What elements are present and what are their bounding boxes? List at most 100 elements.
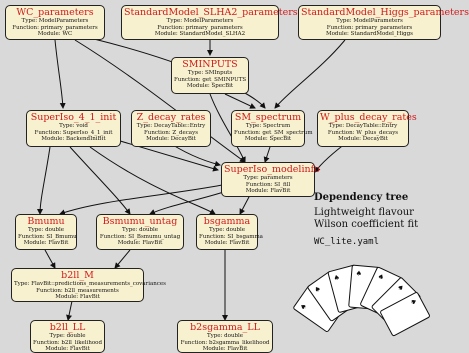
node-type: Type: SMInputs — [187, 70, 233, 76]
node-name: b2ll_M — [61, 270, 94, 281]
node-function: Function: primary_parameters — [12, 24, 98, 31]
info-filename: WC_lite.yaml — [314, 237, 380, 247]
node-module: Module: FlavBit — [204, 240, 250, 247]
node-z-decay-rates[interactable]: Z_decay_rates Type: DecayTable::Entry Fu… — [131, 110, 211, 147]
node-module: Module: FlavBit — [23, 240, 69, 247]
svg-text:♠: ♠ — [395, 283, 405, 293]
node-module: Module: FlavBit — [202, 346, 248, 353]
node-name: b2sgamma_LL — [190, 322, 260, 333]
node-module: Module: SpecBit — [186, 83, 234, 90]
node-module: Module: WC — [37, 31, 73, 38]
node-b2sgamma-ll[interactable]: b2sgamma_LL Type: double Function: b2sga… — [177, 320, 273, 353]
edge-bsmumu-to-b2llm — [114, 249, 131, 269]
node-type: Type: double — [121, 227, 159, 233]
info-title: Dependency tree — [314, 192, 409, 203]
node-module: Module: FlavBit — [55, 294, 100, 301]
edge-init-to-bmumu — [37, 146, 51, 215]
node-name: bsgamma — [203, 216, 251, 227]
node-module: Module: FlavBit — [245, 188, 291, 195]
node-module: Module: FlavBit — [45, 346, 90, 353]
edge-wc-to-modelinfo — [74, 39, 246, 163]
node-superiso-init[interactable]: SuperIso_4_1_init Type: void Function: S… — [26, 110, 121, 147]
node-type: Type: double — [27, 227, 65, 233]
node-module: Module: DecayBit — [146, 136, 196, 143]
node-bmumu[interactable]: Bmumu Type: double Function: SI_Bmumu Mo… — [15, 214, 77, 250]
node-function: Function: W_plus_decays — [327, 129, 399, 136]
node-name: b2ll_LL — [49, 322, 86, 333]
node-w-plus-decay-rates[interactable]: W_plus_decay_rates Type: DecayTable::Ent… — [317, 110, 417, 147]
node-module: Module: FlavBit — [117, 240, 163, 247]
node-sminputs[interactable]: SMINPUTS Type: SMInputs Function: get_SM… — [171, 57, 249, 94]
node-name: Bmumu — [27, 216, 65, 227]
svg-text:♠: ♠ — [333, 273, 341, 282]
svg-text:♠: ♠ — [355, 269, 362, 278]
node-function: Function: b2ll_measurements — [36, 287, 119, 294]
node-type: Type: double — [206, 333, 244, 339]
node-bsmumu-untag[interactable]: Bsmumu_untag Type: double Function: SI_B… — [96, 214, 184, 250]
node-function: Function: SI_Bmumu — [18, 233, 77, 240]
node-function: Function: b2ll_likelihood — [33, 339, 103, 346]
node-bsgamma[interactable]: bsgamma Type: double Function: SI_bsgamm… — [196, 214, 263, 250]
node-sm-spectrum[interactable]: SM_spectrum Type: Spectrum Function: get… — [231, 110, 313, 147]
edge-init-to-bsgamma — [89, 146, 216, 215]
edge-bmumu-to-b2llm — [44, 249, 56, 269]
node-function: Function: primary_parameters — [157, 24, 243, 31]
info-subtitle-line-2: Wilson coefficient fit — [314, 219, 419, 230]
edge-sminputs-to-smspectrum — [224, 93, 256, 109]
node-type: Type: ModelParameters — [166, 18, 234, 24]
edge-higgs-to-smspectrum — [274, 39, 346, 109]
node-type: Type: Spectrum — [245, 123, 291, 129]
node-module: Module: StandardModel_SLHA2 — [154, 31, 246, 38]
node-function: Function: SuperIso_4_1_init — [34, 129, 113, 136]
svg-text:♠: ♠ — [313, 284, 323, 294]
node-superiso-modelinfo[interactable]: SuperIso_modelinfo Type: parameters Func… — [221, 162, 320, 197]
node-function: Function: SI_fill — [245, 181, 291, 188]
node-name: StandardModel_Higgs_parameters — [301, 7, 469, 18]
node-name: Bsmumu_untag — [102, 216, 178, 227]
node-name: Z_decay_rates — [136, 112, 206, 123]
node-sm-higgs-parameters[interactable]: StandardModel_Higgs_parameters Type: Mod… — [298, 5, 469, 40]
node-module: Module: StandardModel_Higgs — [325, 31, 414, 38]
node-function: Function: b2sgamma_likelihood — [180, 339, 270, 346]
node-name: W_plus_decay_rates — [320, 112, 417, 123]
info-subtitle: Lightweight flavour Wilson coefficient f… — [314, 207, 418, 231]
edge-smspectrum-to-modelinfo — [263, 146, 271, 163]
node-name: SM_spectrum — [234, 112, 302, 123]
node-name: SuperIso_modelinfo — [224, 164, 320, 175]
node-type: Type: ModelParameters — [336, 18, 403, 24]
node-module: Module: SpecBit — [244, 136, 292, 143]
node-name: SuperIso_4_1_init — [30, 112, 117, 123]
node-type: Type: DecayTable::Entry — [136, 123, 206, 129]
node-function: Function: SI_bsgamma — [199, 233, 263, 240]
node-sm-slha2-parameters[interactable]: StandardModel_SLHA2_parameters Type: Mod… — [121, 5, 298, 40]
edge-modelinfo-to-bsgamma — [239, 194, 251, 215]
node-type: Type: ModelParameters — [21, 18, 89, 24]
node-b2ll-ll[interactable]: b2ll_LL Type: double Function: b2ll_like… — [30, 320, 105, 353]
node-wc-parameters[interactable]: WC_parameters Type: ModelParameters Func… — [5, 5, 105, 40]
svg-text:♠: ♠ — [299, 302, 309, 312]
playing-cards-icon: ♠ ♠ ♠ ♠ ♠ ♠ ♠ — [293, 264, 430, 337]
node-function: Function: Z_decays — [143, 129, 199, 136]
node-function: Function: get_SM_spectrum — [234, 129, 313, 136]
node-function: Function: SI_Bsmumu_untag — [99, 233, 181, 240]
node-module: Module: BackendIniBit — [41, 136, 106, 143]
edge-b2llm-to-b2llll — [66, 300, 73, 321]
node-module: Module: DecayBit — [338, 136, 388, 143]
edge-init-to-bsmumu — [69, 146, 131, 215]
edge-wc-to-init — [54, 39, 66, 109]
info-subtitle-line-1: Lightweight flavour — [314, 207, 414, 218]
node-type: Type: parameters — [243, 175, 293, 181]
edge-sminputs-to-modelinfo — [209, 93, 246, 163]
svg-text:♠: ♠ — [376, 272, 385, 282]
node-name: StandardModel_SLHA2_parameters — [124, 7, 298, 18]
node-type: Type: double — [208, 227, 246, 233]
svg-text:♠: ♠ — [408, 297, 418, 306]
node-function: Function: primary_parameters — [326, 24, 413, 31]
node-function: Function: get_SMINPUTS — [174, 76, 247, 83]
node-type: Type: double — [49, 333, 86, 339]
edge-modelinfo-to-bmumu — [59, 184, 223, 216]
node-type: Type: DecayTable::Entry — [328, 123, 398, 129]
node-name: SMINPUTS — [182, 59, 238, 70]
node-b2ll-m[interactable]: b2ll_M Type: FlavBit::predictions_measur… — [11, 268, 166, 302]
node-type: Type: FlavBit::predictions_measurements_… — [14, 281, 166, 287]
